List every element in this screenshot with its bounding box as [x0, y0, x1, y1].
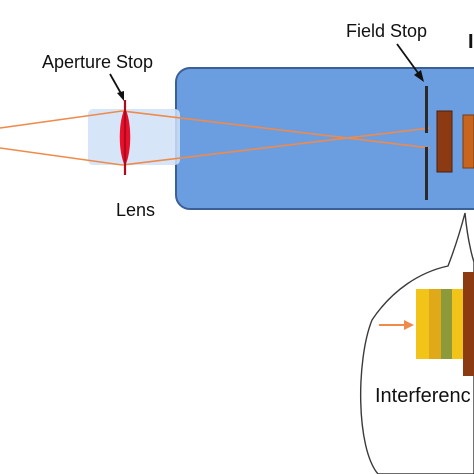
lens-label: Lens [116, 200, 155, 220]
cut-off-right-label: I [468, 31, 474, 53]
ray-lower-in [0, 147, 123, 166]
zoom-layer-yellow-right [452, 289, 463, 359]
ray-lower-out [121, 127, 431, 166]
aperture-stop-label: Aperture Stop [42, 52, 153, 72]
aperture-stop-arrowhead [117, 91, 124, 101]
field-stop-upper-blade [425, 86, 428, 133]
field-stop-arrow [396, 43, 422, 78]
lens-halo [88, 109, 180, 165]
instrument-housing [175, 67, 474, 210]
zoom-layer-olive [441, 289, 452, 359]
field-stop-label: Field Stop [346, 21, 427, 41]
zoom-layer-substrate [463, 272, 474, 376]
light-rays [0, 110, 431, 166]
interference-label: Interferenc [375, 385, 471, 407]
zoom-layer-yellow-left [416, 289, 432, 359]
ray-upper-out [121, 110, 431, 149]
zoom-layer-gold [429, 289, 441, 359]
ray-upper-in [0, 110, 123, 129]
filter-plate-edge [462, 114, 474, 169]
zoom-incoming-arrowhead [404, 320, 414, 330]
field-stop-arrowhead [414, 70, 424, 82]
filter-plate-main [436, 110, 453, 173]
field-stop-lower-blade [425, 147, 428, 200]
